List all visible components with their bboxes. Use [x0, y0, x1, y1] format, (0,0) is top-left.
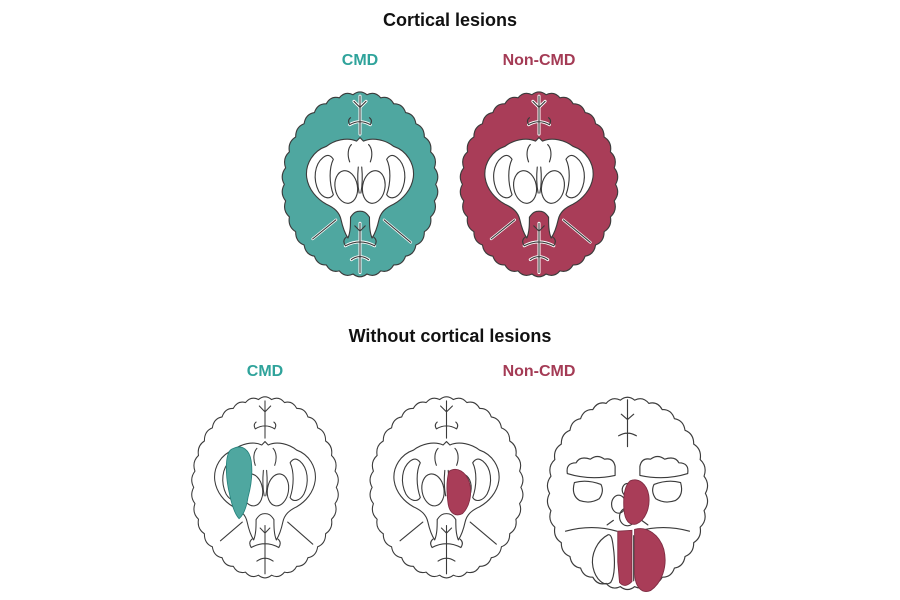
brain-axial-cmd-cortical	[280, 90, 440, 279]
lesion-right-thalamus	[446, 468, 472, 516]
lesion-midbrain-and-right-cerebellum	[617, 479, 666, 592]
lesion-right-cerebellar-hemisphere	[634, 528, 666, 592]
noncmd-brain-pair	[362, 389, 716, 596]
panel-noncmd-subcortical: Non-CMD	[362, 362, 716, 596]
section-title: Cortical lesions	[382, 10, 518, 30]
panel-cmd-cortical: CMD	[274, 51, 446, 283]
section-cortical-lesions: Cortical lesions CMD Non-CMD	[0, 10, 900, 283]
lesion-vermis-strip	[617, 529, 633, 586]
panel-noncmd-cortical: Non-CMD	[452, 51, 626, 283]
section-without-cortical-lesions: Without cortical lesions CMD Non-CMD	[0, 326, 900, 596]
panel-cmd-subcortical: CMD	[184, 362, 346, 584]
cmd-label: CMD	[246, 363, 284, 380]
section-title: Without cortical lesions	[348, 326, 552, 346]
cmd-label: CMD	[341, 52, 379, 69]
lesion-midbrain	[623, 479, 650, 525]
cortical-panel-row: CMD Non-CMD	[0, 51, 900, 283]
brain-axial-noncmd-thalamic-lesion	[368, 395, 525, 580]
brain-axial-noncmd-cortical	[458, 90, 620, 279]
without-cortical-panel-row: CMD Non-CMD	[0, 362, 900, 596]
lesion-left-basal-ganglia	[225, 446, 253, 520]
noncmd-label: Non-CMD	[502, 363, 576, 380]
brain-fossa-noncmd-brainstem-cerebellar-lesion	[546, 396, 709, 592]
noncmd-label: Non-CMD	[502, 52, 576, 69]
brain-axial-cmd-deep-lesion	[190, 395, 340, 580]
